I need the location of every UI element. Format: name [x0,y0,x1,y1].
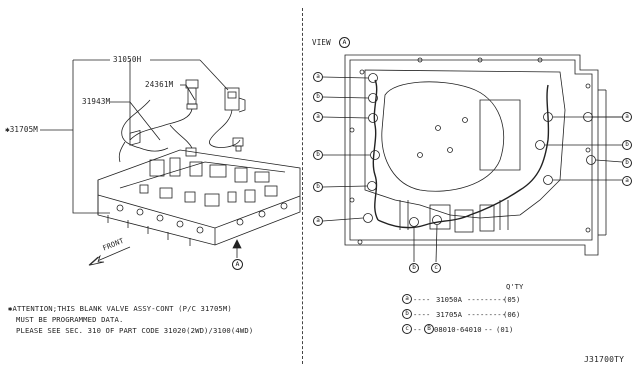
legend-a-part: 31050A [436,295,462,304]
label-24361M: 24361M [145,80,174,89]
view-title: VIEW [312,38,331,47]
label-31705M: ✱31705M [5,125,39,134]
legend-c-bolt-symbol: B [424,324,434,334]
legend-c-letter: c [402,324,412,334]
label-31050H: 31050H [113,55,142,64]
callout-b-6: b [622,158,632,168]
callout-a-1: a [313,72,323,82]
callout-b-4: b [409,263,419,273]
callout-a-5: a [622,176,632,186]
callout-c-1: c [431,263,441,273]
callout-a-2: a [313,112,323,122]
legend-a-dots: --------- [467,295,506,304]
legend-b-dots: --------- [467,310,506,319]
legend-b-dash: ---- [413,310,431,319]
legend-c-dots: -- [484,325,493,334]
legend-c-dash: -- [413,325,422,334]
legend-a-qty: (05) [503,295,521,304]
qty-header: Q'TY [506,282,524,291]
legend-b-qty: (06) [503,310,521,319]
callout-b-2: b [313,150,323,160]
label-31943M: 31943M [82,97,111,106]
legend-a-dash: ---- [413,295,431,304]
view-marker-left: A [232,259,243,270]
view-marker-right: A [339,37,350,48]
legend-b-letter: b [402,309,412,319]
callout-a-3: a [313,216,323,226]
callout-b-3: b [313,182,323,192]
attention-note-line1: ✱ATTENTION;THIS BLANK VALVE ASSY-CONT (P… [8,304,232,313]
legend-a-letter: a [402,294,412,304]
legend-b-part: 31705A [436,310,462,319]
callout-b-5: b [622,140,632,150]
legend-c-qty: (01) [496,325,514,334]
view-a-drawing [322,54,623,263]
panel-divider [302,8,303,364]
attention-note-line3: PLEASE SEE SEC. 310 OF PART CODE 31020(2… [16,326,254,335]
diagram-code: J31700TY [584,355,625,364]
callout-a-4: a [622,112,632,122]
callout-b-1: b [313,92,323,102]
valve-body-drawing [40,59,301,266]
legend-c-part: 08010-64010 [434,325,482,334]
attention-note-line2: MUST BE PROGRAMMED DATA. [16,315,124,324]
